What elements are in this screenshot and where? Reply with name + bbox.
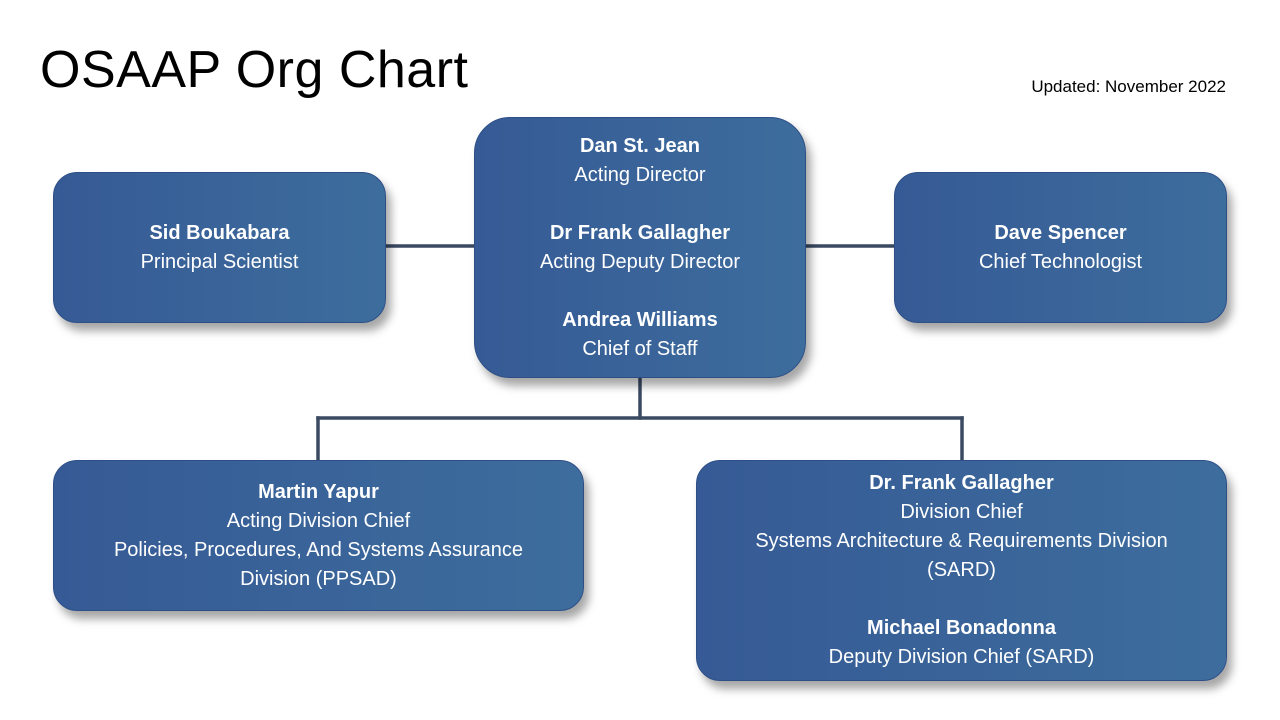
person-principal-scientist: Sid Boukabara Principal Scientist <box>141 219 299 277</box>
person-name: Andrea Williams <box>562 308 718 331</box>
division-name: (SARD) <box>927 559 996 581</box>
person-role: Chief of Staff <box>582 337 698 360</box>
person-chief-technologist: Dave Spencer Chief Technologist <box>979 219 1142 277</box>
person-name: Dan St. Jean <box>579 134 701 157</box>
person-sard-chief: Dr. Frank Gallagher Division Chief Syste… <box>755 469 1167 585</box>
person-name: Dr. Frank Gallagher <box>869 472 1054 494</box>
person-name: Sid Boukabara <box>149 221 290 244</box>
person-role: Acting Division Chief <box>226 509 411 532</box>
chief-technologist-box: Dave Spencer Chief Technologist <box>894 172 1227 323</box>
person-role: Deputy Division Chief (SARD) <box>828 646 1095 668</box>
updated-date: Updated: November 2022 <box>1031 77 1226 96</box>
ppsad-division-box: Martin Yapur Acting Division Chief Polic… <box>53 460 584 611</box>
person-role: Acting Deputy Director <box>539 250 741 273</box>
person-deputy-director: Dr Frank Gallagher Acting Deputy Directo… <box>540 219 740 277</box>
person-role: Division Chief <box>900 501 1023 523</box>
division-name: Policies, Procedures, And Systems Assura… <box>113 538 524 561</box>
person-sard-deputy: Michael Bonadonna Deputy Division Chief … <box>829 614 1095 672</box>
person-name: Martin Yapur <box>258 480 379 503</box>
page-title: OSAAP Org Chart <box>40 41 469 99</box>
person-name: Michael Bonadonna <box>867 617 1056 639</box>
sard-division-box: Dr. Frank Gallagher Division Chief Syste… <box>696 460 1227 681</box>
person-ppsad-chief: Martin Yapur Acting Division Chief Polic… <box>114 478 523 594</box>
division-name: Systems Architecture & Requirements Divi… <box>755 530 1168 552</box>
person-role: Acting Director <box>574 163 706 186</box>
director-office-box: Dan St. Jean Acting Director Dr Frank Ga… <box>474 117 806 378</box>
person-role: Chief Technologist <box>978 250 1143 273</box>
division-name: Division (PPSAD) <box>240 567 397 590</box>
person-director: Dan St. Jean Acting Director <box>574 132 705 190</box>
principal-scientist-box: Sid Boukabara Principal Scientist <box>53 172 386 323</box>
person-name: Dr Frank Gallagher <box>549 221 731 244</box>
person-chief-of-staff: Andrea Williams Chief of Staff <box>562 306 717 364</box>
person-role: Principal Scientist <box>140 250 299 273</box>
person-name: Dave Spencer <box>994 221 1127 244</box>
